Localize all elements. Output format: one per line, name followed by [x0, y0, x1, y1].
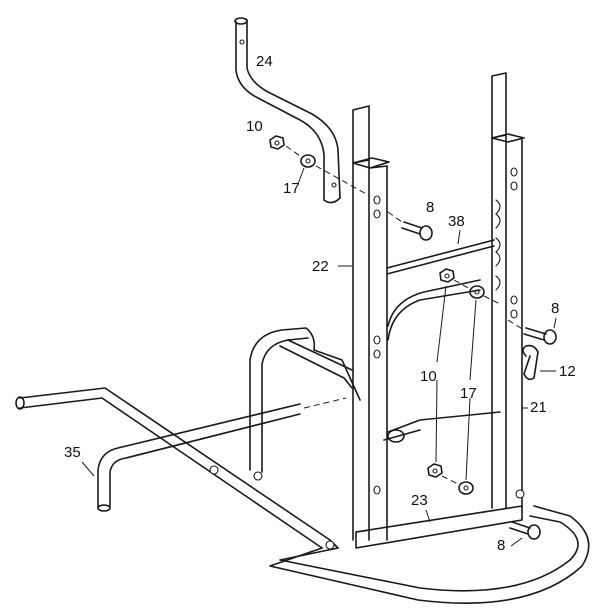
inner-frame — [249, 279, 501, 473]
part-8-bolt-right — [523, 327, 557, 345]
part-17-washer-upper — [300, 154, 316, 168]
leader-17b — [465, 299, 477, 481]
part-38-cross-rod — [386, 239, 495, 275]
callout-38: 38 — [448, 213, 465, 230]
callout-23: 23 — [411, 492, 428, 509]
assembly-line-upper — [285, 145, 371, 197]
callout-21: 21 — [530, 399, 547, 416]
base-frame — [15, 387, 590, 604]
part-12-clip-pin — [522, 344, 539, 381]
assembly-line-bolt-upper — [387, 211, 403, 223]
callout-35: 35 — [64, 444, 81, 461]
assembly-line-middle — [453, 279, 501, 305]
callout-8a: 8 — [426, 199, 434, 216]
callout-22: 22 — [312, 258, 329, 275]
assembly-line-lower — [441, 475, 459, 485]
part-35-lower-rod — [97, 403, 301, 512]
callout-10b: 10 — [420, 368, 437, 385]
part-24-handle — [234, 17, 341, 204]
part-8-bolt-lower — [509, 521, 541, 540]
part-10-nut-upper — [269, 135, 285, 150]
callout-17a: 17 — [283, 180, 300, 197]
part-22-left-upright — [352, 105, 390, 541]
callout-24: 24 — [256, 53, 273, 70]
part-10-nut-middle — [439, 268, 455, 283]
part-17-washer-lower — [458, 481, 474, 495]
callout-8c: 8 — [497, 537, 505, 554]
callout-8b: 8 — [551, 300, 559, 317]
part-10-nut-lower — [427, 463, 443, 478]
part-23-bottom-bar — [355, 505, 523, 549]
assembly-line-rod — [303, 397, 347, 409]
callout-10a: 10 — [246, 118, 263, 135]
part-21-right-upright — [491, 72, 525, 509]
assembly-line-bolt-right — [507, 319, 525, 331]
part-8-bolt-upper — [401, 221, 433, 241]
callout-12: 12 — [559, 363, 576, 380]
leader-10b — [435, 285, 447, 463]
callout-17b: 17 — [460, 385, 477, 402]
